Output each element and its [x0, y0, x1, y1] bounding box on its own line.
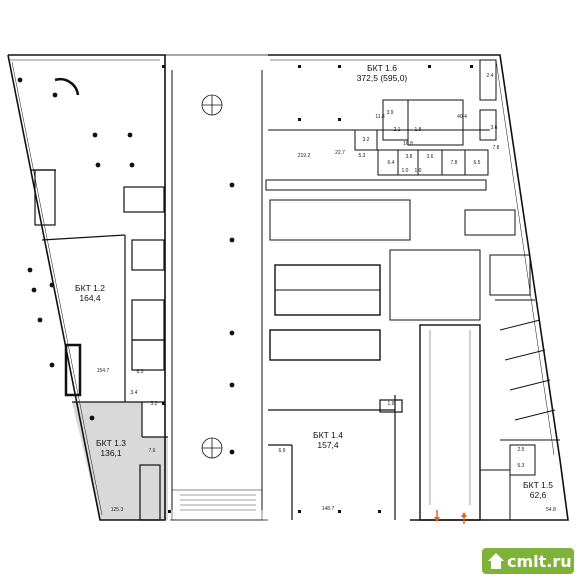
top-right-walls — [268, 59, 497, 176]
center-right-blocks — [265, 179, 560, 521]
unit-bkt-1-3-fill — [72, 402, 168, 520]
room-label: 3.6 — [491, 125, 498, 131]
room-label: 125.3 — [111, 507, 124, 513]
unit-area: 62,6 — [530, 490, 547, 500]
room-label: 1.0 — [415, 168, 422, 174]
room-label: 3.8 — [406, 154, 413, 160]
room-label: 1.8 — [415, 127, 422, 133]
room-label: 16.8 — [403, 141, 413, 147]
facade-lines — [10, 59, 555, 516]
watermark-text: cmlt.ru — [507, 552, 572, 571]
orange-arrows — [434, 510, 467, 524]
room-label: 3.2 — [151, 401, 158, 407]
unit-labels: БКТ 1.2 164,4 БКТ 1.3 136,1 БКТ 1.4 157,… — [75, 63, 553, 500]
house-icon — [488, 553, 504, 569]
unit-area: 157,4 — [317, 440, 339, 450]
room-label: 6.3 — [137, 369, 144, 375]
room-label: 2.5 — [518, 447, 525, 453]
left-columns — [17, 77, 235, 455]
room-label: 5.3 — [518, 463, 525, 469]
unit-area: 164,4 — [79, 293, 101, 303]
room-label: 3.2 — [363, 137, 370, 143]
room-label: 1.9 — [388, 401, 395, 407]
watermark: cmlt.ru — [482, 548, 574, 574]
room-label: 2.1 — [394, 127, 401, 133]
room-label: 3.9 — [387, 110, 394, 116]
bottom-center-walls — [268, 395, 403, 520]
room-label: 7.6 — [149, 448, 156, 454]
square-columns — [162, 65, 473, 513]
room-label: 6.9 — [279, 448, 286, 454]
room-label: 54.8 — [546, 507, 556, 513]
rotunda-features — [54, 78, 223, 459]
corridor-walls — [171, 70, 263, 521]
room-label: 148.7 — [322, 506, 335, 512]
unit-title: БКТ 1.6 — [367, 63, 397, 73]
room-label: 1.0 — [402, 168, 409, 174]
room-label: 40.4 — [457, 114, 467, 120]
unit-area: 136,1 — [100, 448, 122, 458]
room-label: 7.8 — [451, 160, 458, 166]
room-label: 3.4 — [131, 390, 138, 396]
room-label: 11.8 — [375, 114, 385, 120]
unit-title: БКТ 1.3 — [96, 438, 126, 448]
room-label: 3.6 — [427, 154, 434, 160]
room-label: 2.4 — [487, 73, 494, 79]
room-label: 154.7 — [97, 368, 110, 374]
room-label: 5.3 — [359, 153, 366, 159]
room-label: 7.8 — [493, 145, 500, 151]
room-label: 22.7 — [335, 150, 345, 156]
room-label: 219.2 — [298, 153, 311, 159]
unit-area: 372,5 (595,0) — [357, 73, 408, 83]
room-label: 6.5 — [474, 160, 481, 166]
unit-title: БКТ 1.4 — [313, 430, 343, 440]
unit-title: БКТ 1.2 — [75, 283, 105, 293]
watermark-badge — [482, 548, 574, 574]
room-labels: 11.8 40.4 2.4 3.9 2.1 1.8 3.6 3.2 16.8 2… — [97, 73, 556, 513]
room-label: 6.4 — [388, 160, 395, 166]
left-block-walls — [30, 169, 168, 521]
unit-title: БКТ 1.5 — [523, 480, 553, 490]
